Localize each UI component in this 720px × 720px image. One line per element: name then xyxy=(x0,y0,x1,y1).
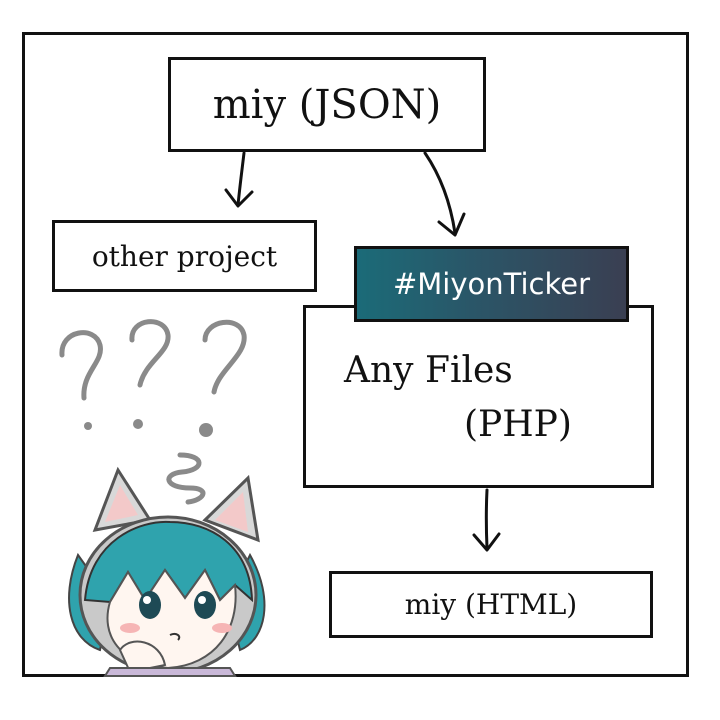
node-any-files-label: Any Files xyxy=(344,350,513,391)
node-html-label: miy (HTML) xyxy=(404,588,578,621)
node-any-files: Any Files (PHP) xyxy=(303,305,654,488)
node-json: miy (JSON) xyxy=(168,57,486,152)
arrow-json-to-other-head xyxy=(224,188,254,208)
node-html: miy (HTML) xyxy=(329,571,653,638)
node-json-label: miy (JSON) xyxy=(212,81,442,128)
arrow-json-to-tag xyxy=(423,151,457,235)
hashtag-label: #MiyonTicker xyxy=(392,267,590,301)
arrow-any-to-html xyxy=(484,488,489,550)
panel-frame xyxy=(22,32,689,677)
arrow-json-to-other xyxy=(236,151,246,207)
node-other-project: other project xyxy=(52,220,317,292)
arrow-json-to-tag-head xyxy=(437,212,466,237)
hashtag-badge: #MiyonTicker xyxy=(354,246,629,322)
node-other-label: other project xyxy=(91,239,278,273)
arrow-any-to-html-head xyxy=(472,532,501,552)
node-any-files-sublabel: (PHP) xyxy=(464,404,572,445)
